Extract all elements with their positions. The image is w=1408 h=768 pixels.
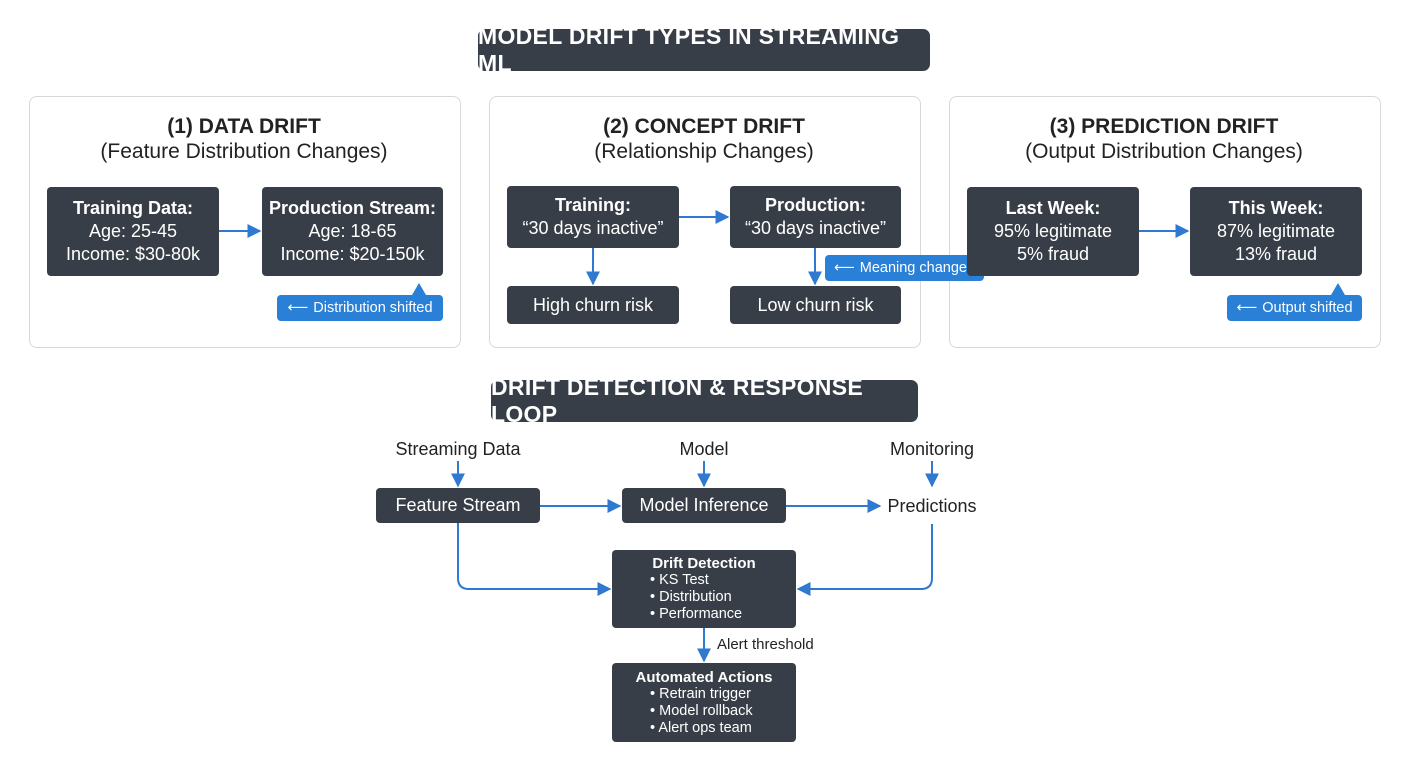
source-streaming-data: Streaming Data — [395, 439, 521, 459]
data-drift-heading: (1) DATA DRIFT (Feature Distribution Cha… — [29, 114, 459, 164]
prediction-drift-heading: (3) PREDICTION DRIFT (Output Distributio… — [949, 114, 1379, 164]
meaning-changed-callout: ⟵ Meaning changed — [825, 255, 984, 281]
list-item: KS Test — [650, 572, 796, 589]
callout-pointer — [1331, 283, 1345, 295]
box-title: Automated Actions — [635, 668, 773, 686]
output-shifted-callout: ⟵ Output shifted — [1227, 295, 1362, 321]
callout-label: Meaning changed — [859, 260, 976, 276]
list-item: Model rollback — [650, 703, 796, 720]
source-monitoring: Monitoring — [889, 439, 975, 459]
arrow-feature-to-drift — [457, 523, 612, 596]
panel-subtitle: (Feature Distribution Changes) — [100, 140, 388, 163]
training-concept-box: Training: “30 days inactive” — [507, 186, 679, 248]
box-line: Income: $30-80k — [65, 244, 201, 264]
list-item: Alert ops team — [650, 720, 796, 737]
box-title: Training: — [555, 195, 631, 215]
distribution-shifted-callout: ⟵ Distribution shifted — [277, 295, 443, 321]
outcome-label: High churn risk — [532, 294, 654, 315]
panel-subtitle: (Relationship Changes) — [594, 140, 814, 163]
box-line: 95% legitimate — [993, 221, 1113, 241]
node-label: Model Inference — [639, 495, 769, 515]
model-inference-box: Model Inference — [622, 488, 786, 523]
panel-title: (2) CONCEPT DRIFT — [603, 115, 805, 138]
left-arrow-icon: ⟵ — [287, 300, 309, 316]
list-item: Retrain trigger — [650, 686, 796, 703]
feature-stream-box: Feature Stream — [376, 488, 540, 523]
training-data-box: Training Data: Age: 25-45 Income: $30-80… — [47, 187, 219, 276]
box-line: 5% fraud — [1016, 244, 1090, 264]
left-arrow-icon: ⟵ — [833, 260, 855, 276]
box-line: Age: 18-65 — [308, 221, 397, 241]
left-arrow-icon: ⟵ — [1236, 300, 1258, 316]
callout-label: Output shifted — [1262, 300, 1353, 316]
outcome-label: Low churn risk — [757, 294, 874, 315]
callout-label: Distribution shifted — [313, 300, 433, 316]
box-title: Training Data: — [72, 198, 193, 218]
list-item: Performance — [650, 606, 796, 623]
box-title: This Week: — [1228, 198, 1324, 218]
panel-subtitle: (Output Distribution Changes) — [1025, 140, 1303, 163]
box-line: “30 days inactive” — [744, 218, 887, 238]
box-title: Drift Detection — [652, 555, 756, 572]
drift-detection-box: Drift Detection KS Test Distribution Per… — [612, 550, 796, 628]
box-title: Last Week: — [1005, 198, 1101, 218]
low-churn-risk-box: Low churn risk — [730, 286, 901, 324]
last-week-box: Last Week: 95% legitimate 5% fraud — [967, 187, 1139, 276]
production-stream-box: Production Stream: Age: 18-65 Income: $2… — [262, 187, 443, 276]
alert-threshold-label: Alert threshold — [717, 636, 814, 653]
box-line: Income: $20-150k — [280, 244, 425, 264]
high-churn-risk-box: High churn risk — [507, 286, 679, 324]
this-week-box: This Week: 87% legitimate 13% fraud — [1190, 187, 1362, 276]
box-title: Production: — [765, 195, 866, 215]
arrow-predictions-to-drift — [796, 524, 933, 596]
box-line: Age: 25-45 — [88, 221, 178, 241]
source-model: Model — [679, 439, 729, 459]
box-line: 13% fraud — [1234, 244, 1318, 264]
predictions-label: Predictions — [887, 496, 977, 516]
automated-actions-box: Automated Actions Retrain trigger Model … — [612, 663, 796, 742]
box-title: Production Stream: — [268, 198, 437, 218]
node-label: Feature Stream — [395, 495, 521, 515]
panel-title: (3) PREDICTION DRIFT — [1049, 115, 1279, 138]
box-line: 87% legitimate — [1216, 221, 1336, 241]
panel-title: (1) DATA DRIFT — [167, 115, 321, 138]
concept-drift-heading: (2) CONCEPT DRIFT (Relationship Changes) — [489, 114, 919, 164]
callout-pointer — [412, 283, 426, 295]
list-item: Distribution — [650, 589, 796, 606]
box-line: “30 days inactive” — [522, 218, 664, 238]
production-concept-box: Production: “30 days inactive” — [730, 186, 901, 248]
